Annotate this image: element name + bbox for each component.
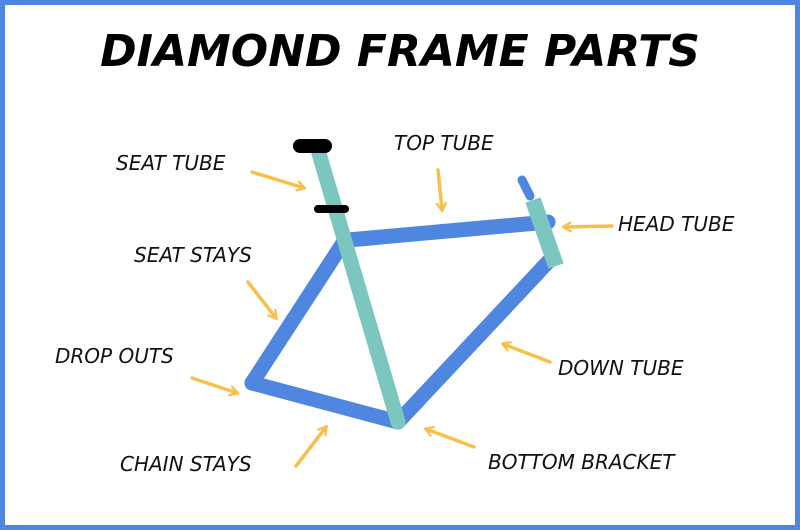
arrow-down-tube-icon (500, 341, 552, 364)
top-tube (340, 214, 556, 248)
arrow-top-tube-icon (435, 168, 447, 213)
label-chain-stays: CHAIN STAYS (120, 452, 252, 476)
label-drop-outs: DROP OUTS (55, 344, 174, 368)
head-tube (525, 197, 564, 269)
label-seat-stays: SEAT STAYS (134, 243, 252, 267)
down-tube (390, 254, 556, 430)
arrow-head-tube-icon (561, 221, 614, 233)
seat-stays (244, 232, 353, 391)
label-bottom-bracket: BOTTOM BRACKET (488, 450, 675, 474)
chain-stays (244, 375, 406, 430)
steerer-tube (517, 175, 535, 201)
label-head-tube: HEAD TUBE (618, 212, 735, 236)
arrow-seat-stays-icon (246, 280, 278, 321)
label-top-tube: TOP TUBE (394, 131, 494, 155)
arrow-seat-tube-icon (250, 170, 307, 192)
diagram-title: DIAMOND FRAME PARTS (100, 26, 700, 77)
seat-tube (310, 142, 406, 430)
arrow-bottom-bracket-icon (423, 426, 476, 449)
arrow-chain-stays-icon (294, 424, 328, 468)
arrow-drop-outs-icon (190, 376, 240, 397)
label-down-tube: DOWN TUBE (558, 356, 684, 380)
label-seat-tube: SEAT TUBE (116, 151, 226, 175)
